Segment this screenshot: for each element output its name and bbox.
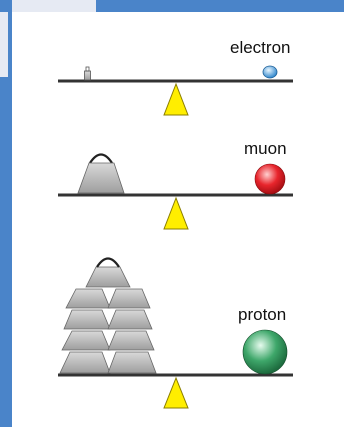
tiny-weight-icon	[84, 66, 91, 81]
proton-balance	[58, 257, 293, 409]
weight-icon	[77, 153, 125, 194]
fulcrum	[163, 376, 189, 409]
fulcrum	[163, 82, 189, 116]
weight-stack-icon	[59, 266, 157, 374]
frame-corner	[0, 0, 96, 12]
fulcrum	[163, 196, 189, 230]
frame-left-inner	[0, 12, 8, 77]
frame-left-border	[0, 0, 12, 427]
weight-handle	[96, 257, 120, 268]
muon-ball	[254, 163, 286, 195]
proton-ball	[242, 329, 288, 375]
electron-balance	[58, 65, 293, 116]
muon-label: muon	[244, 139, 287, 158]
proton-label: proton	[238, 305, 287, 324]
electron-ball	[262, 65, 278, 79]
muon-balance	[58, 153, 293, 230]
electron-label: electron	[230, 38, 291, 57]
